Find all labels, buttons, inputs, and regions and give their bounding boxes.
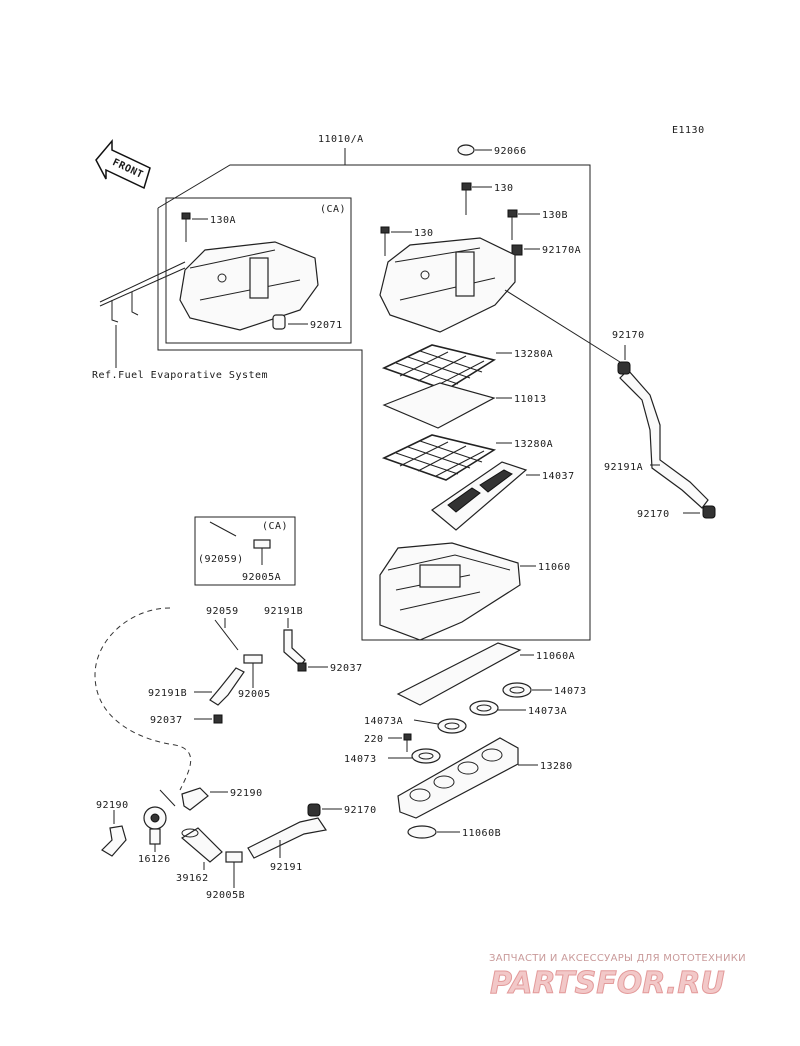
label-92191B-top: 92191B	[264, 606, 303, 617]
watermark-brand: PARTSFOR.RU	[490, 966, 725, 1001]
clamp-92170-b	[702, 505, 716, 519]
joint-92005	[243, 654, 263, 664]
label-92190-left: 92190	[96, 800, 129, 811]
label-14073: 14073	[554, 686, 587, 697]
label-92071: 92071	[310, 320, 343, 331]
label-14037: 14037	[542, 471, 575, 482]
ca-inset-small-box	[194, 516, 296, 586]
label-130-left: 130	[414, 228, 434, 239]
valve-16126	[143, 806, 167, 845]
plate-13280	[397, 737, 519, 819]
cap-92066	[457, 144, 475, 156]
diagram-code: E1130	[672, 125, 705, 136]
label-220: 220	[364, 734, 384, 745]
front-arrow-icon: FRONT	[95, 138, 151, 190]
label-92005B: 92005B	[206, 890, 245, 901]
label-39162: 39162	[176, 873, 209, 884]
holder-14073-lower	[411, 748, 441, 764]
screw-220	[403, 733, 412, 752]
label-92190-right: 92190	[230, 788, 263, 799]
label-92170-b: 92170	[637, 509, 670, 520]
hose-92191	[247, 817, 328, 859]
label-11060: 11060	[538, 562, 571, 573]
grid-13280A-lower	[381, 434, 497, 481]
hose-92191A	[504, 289, 709, 509]
bolt-130A	[181, 212, 191, 242]
label-92170-c: 92170	[344, 805, 377, 816]
label-130A: 130A	[210, 215, 236, 226]
part-39162	[180, 827, 223, 863]
joint-92005A	[253, 539, 271, 565]
o-ring-11060B	[407, 825, 437, 839]
label-92191B-lower: 92191B	[148, 688, 187, 699]
clamp-92170-c	[307, 803, 321, 817]
label-92059: 92059	[206, 606, 239, 617]
gasket-11060A	[396, 642, 522, 706]
label-92170A: 92170A	[542, 245, 581, 256]
label-92005: 92005	[238, 689, 271, 700]
watermark-tagline: ЗАПЧАСТИ И АКСЕССУАРЫ ДЛЯ МОТОТЕХНИКИ	[489, 953, 746, 964]
label-92037-lower: 92037	[150, 715, 183, 726]
label-92059-ca: (92059)	[198, 554, 244, 565]
clip-92037-upper	[297, 662, 307, 672]
label-13280A-lower: 13280A	[514, 439, 553, 450]
label-11013: 11013	[514, 394, 547, 405]
label-11010A: 11010/A	[318, 134, 364, 145]
label-130-top: 130	[494, 183, 514, 194]
air-cleaner-lower-case-11060	[379, 542, 521, 641]
hose-92190-right	[181, 787, 209, 811]
clamp-92170A	[511, 244, 523, 256]
air-cleaner-upper-housing	[379, 237, 516, 333]
grid-13280A-upper	[381, 344, 497, 391]
air-cleaner-cover-ca	[179, 241, 319, 331]
hose-92191B-lower	[209, 667, 245, 706]
ca-label-small: (CA)	[262, 521, 288, 532]
plug-92071	[272, 314, 286, 330]
label-13280A-upper: 13280A	[514, 349, 553, 360]
label-92191: 92191	[270, 862, 303, 873]
bolt-130-top	[461, 182, 472, 215]
label-130B: 130B	[542, 210, 568, 221]
label-92191A: 92191A	[604, 462, 643, 473]
pipe-92059	[214, 619, 239, 651]
label-13280: 13280	[540, 761, 573, 772]
holder-14073	[502, 682, 532, 698]
label-92037-upper: 92037	[330, 663, 363, 674]
hose-92190-left	[101, 825, 127, 857]
hose-92191B-top	[283, 629, 306, 667]
label-14073-lower: 14073	[344, 754, 377, 765]
ref-fuel-evaporative-system: Ref.Fuel Evaporative System	[92, 370, 268, 381]
label-92066: 92066	[494, 146, 527, 157]
assembly-bracket-11010	[157, 148, 591, 641]
pipe-92059-ca	[209, 521, 237, 537]
clip-92037-lower	[213, 714, 223, 724]
holder-14073A-right	[469, 700, 499, 716]
fuel-evap-bracket	[99, 261, 186, 368]
label-92005A: 92005A	[242, 572, 281, 583]
label-14073A-right: 14073A	[528, 706, 567, 717]
clamp-92170-a	[617, 361, 631, 375]
label-14073A-left: 14073A	[364, 716, 403, 727]
label-11060B: 11060B	[462, 828, 501, 839]
joint-92005B	[225, 851, 243, 863]
filter-element-11013	[382, 382, 496, 429]
hose-routing-dashed	[94, 607, 192, 791]
label-11060A: 11060A	[536, 651, 575, 662]
holder-14073A-left	[437, 718, 467, 734]
label-16126: 16126	[138, 854, 171, 865]
ca-label-top: (CA)	[320, 204, 346, 215]
bolt-130-left	[380, 226, 390, 256]
label-92170-a: 92170	[612, 330, 645, 341]
filter-14037	[431, 461, 528, 531]
bolt-130B	[507, 209, 518, 240]
